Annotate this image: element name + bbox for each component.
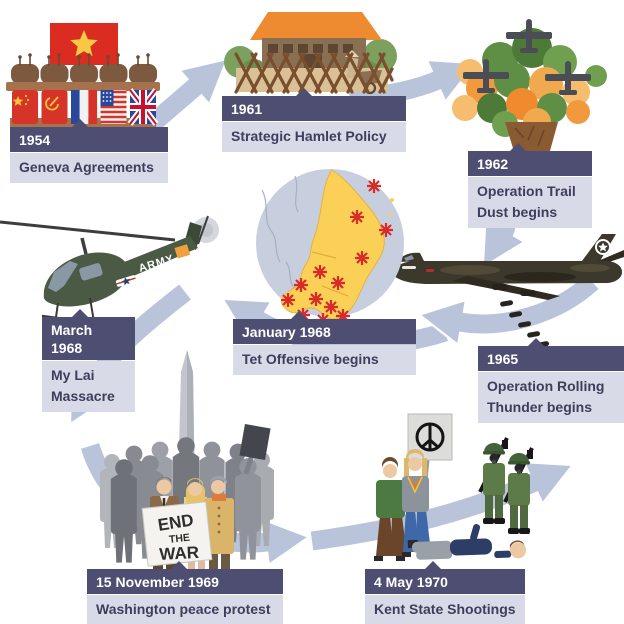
label-pointer xyxy=(171,561,187,569)
event-date: January 1968 xyxy=(233,311,416,345)
rolling-thunder-illustration xyxy=(392,234,624,348)
fallen-student xyxy=(407,524,527,560)
label-pointer xyxy=(72,119,88,127)
event-date: 15 November 1969 xyxy=(87,561,283,595)
event-label-may-1970: 4 May 1970 Kent State Shootings xyxy=(365,561,525,624)
sign-line-3: WAR xyxy=(159,543,200,564)
label-pointer xyxy=(291,311,307,319)
protest-placard-dark xyxy=(239,423,271,461)
label-pointer xyxy=(528,338,544,346)
tet-offensive-map-illustration xyxy=(256,169,404,329)
us-insignia-icon xyxy=(115,275,137,287)
event-date: March 1968 xyxy=(42,309,135,361)
event-date: 1954 xyxy=(10,119,168,153)
event-title: Kent State Shootings xyxy=(365,595,525,624)
event-title: Washington peace protest xyxy=(87,595,283,624)
b52-bomber xyxy=(392,234,624,300)
student-green-sweater xyxy=(374,457,407,561)
event-label-november-1969: 15 November 1969 Washington peace protes… xyxy=(87,561,283,624)
trail-dust-illustration xyxy=(452,19,607,158)
end-the-war-sign: END THE WAR xyxy=(141,501,213,567)
protester-coat xyxy=(204,475,234,576)
arrow-1954-to-1961 xyxy=(143,57,230,135)
label-pointer xyxy=(296,88,312,96)
strategic-hamlet-illustration xyxy=(224,12,397,95)
peace-symbol-icon xyxy=(415,422,445,452)
event-label-1965: 1965 Operation Rolling Thunder begins xyxy=(478,338,624,424)
france-flag-icon xyxy=(71,90,98,124)
geneva-conference-illustration xyxy=(6,23,160,127)
event-title: Operation Rolling Thunder begins xyxy=(478,372,624,424)
tail-star-icon xyxy=(595,239,611,255)
event-title: My Lai Massacre xyxy=(42,361,135,413)
event-date: 1965 xyxy=(478,338,624,372)
event-label-march-1968: March 1968 My Lai Massacre xyxy=(42,309,135,413)
event-title: Geneva Agreements xyxy=(10,153,168,184)
spray-plane-icon xyxy=(463,19,591,95)
event-label-january-1968: January 1968 Tet Offensive begins xyxy=(233,311,416,376)
falling-bombs xyxy=(500,300,550,348)
event-date: 4 May 1970 xyxy=(365,561,525,595)
protest-crowd-silhouettes xyxy=(100,423,274,563)
bamboo-fence xyxy=(234,52,394,94)
label-pointer xyxy=(72,309,88,317)
usa-flag-icon xyxy=(100,90,127,124)
event-label-1961: 1961 Strategic Hamlet Policy xyxy=(222,88,406,153)
event-title: Operation Trail Dust begins xyxy=(468,177,592,229)
event-date: 1961 xyxy=(222,88,406,122)
event-title: Tet Offensive begins xyxy=(233,345,416,376)
tail-stripe xyxy=(174,244,191,259)
uk-flag-icon xyxy=(127,88,159,126)
arrow-1965-to-1968 xyxy=(416,271,602,346)
event-date: 1962 xyxy=(468,143,592,177)
event-label-1962: 1962 Operation Trail Dust begins xyxy=(468,143,592,229)
event-title: Strategic Hamlet Policy xyxy=(222,122,406,153)
label-pointer xyxy=(510,143,526,151)
label-pointer xyxy=(425,561,441,569)
army-helicopter-illustration: ARMY xyxy=(0,215,219,326)
event-label-1954: 1954 Geneva Agreements xyxy=(10,119,168,184)
sign-line-2: THE xyxy=(168,532,190,546)
ussr-flag-icon xyxy=(41,90,68,124)
kent-state-illustration xyxy=(374,413,535,561)
china-flag-icon xyxy=(12,90,38,124)
